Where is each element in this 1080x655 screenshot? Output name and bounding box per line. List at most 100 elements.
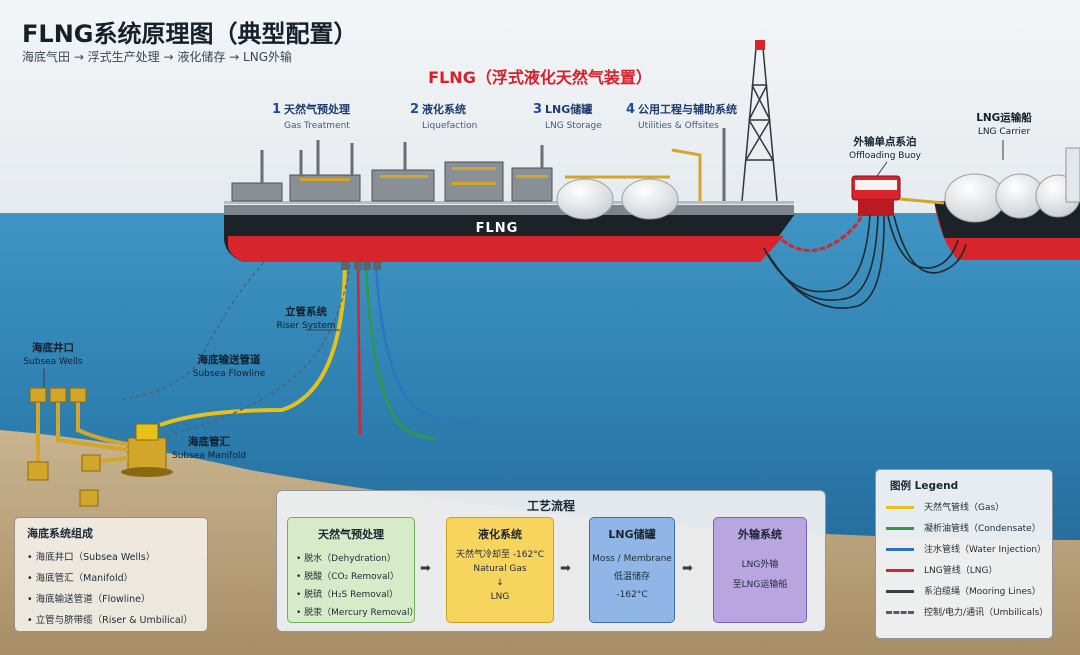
legend-item-water: 注水管线（Water Injection）	[886, 542, 1046, 556]
system-name-en: Liquefaction	[422, 121, 478, 131]
manifold-label: 海底管汇 Subsea Manifold	[170, 434, 248, 461]
subsea-panel-item: 立管与脐带缆（Riser & Umbilical）	[27, 610, 207, 631]
legend-swatch	[886, 527, 914, 530]
system-number: 2	[410, 102, 420, 117]
flowline-label-zh: 海底输送管道	[197, 354, 261, 366]
process-step-line: 低温储存	[613, 572, 650, 582]
manifold-label-en: Subsea Manifold	[171, 451, 247, 461]
process-step-line: 至LNG运输船	[732, 580, 788, 590]
wells-label-zh: 海底井口	[32, 342, 74, 354]
process-step-lng-storage: LNG储罐 Moss / Membrane 低温储存 -162°C	[589, 517, 675, 623]
legend-label: 天然气管线（Gas）	[924, 503, 1005, 513]
system-number: 4	[626, 102, 636, 117]
system-name-zh: 液化系统	[422, 103, 467, 116]
process-step-line: LNG	[490, 592, 510, 602]
arrow-right-icon: ➡	[682, 561, 693, 576]
lng-carrier	[934, 147, 1080, 260]
subsea-components-panel: 海底系统组成 海底井口（Subsea Wells） 海底管汇（Manifold）…	[14, 517, 208, 632]
buoy-label: 外输单点系泊 Offloading Buoy	[830, 134, 940, 161]
system-name-en: Utilities & Offsites	[638, 121, 719, 131]
legend-swatch	[886, 548, 914, 551]
mooring-lines	[763, 214, 967, 309]
risers	[119, 261, 476, 440]
legend-item-condensate: 凝析油管线（Condensate）	[886, 521, 1041, 535]
flowline-label: 海底输送管道 Subsea Flowline	[186, 352, 272, 379]
process-step-liquefaction: 液化系统 天然气冷却至 -162°C Natural Gas ↓ LNG	[446, 517, 554, 623]
arrow-right-icon: ➡	[560, 561, 571, 576]
carrier-label-zh: LNG运输船	[976, 112, 1032, 124]
buoy-label-en: Offloading Buoy	[848, 151, 921, 161]
carrier-label-en: LNG Carrier	[977, 127, 1031, 137]
ship-name: FLNG	[475, 221, 519, 236]
process-step-line: LNG外输	[741, 560, 779, 570]
process-step-line: 天然气冷却至 -162°C	[455, 550, 545, 560]
manifold-label-zh: 海底管汇	[188, 436, 230, 448]
legend-label: 注水管线（Water Injection）	[924, 545, 1047, 555]
process-step-item: 脱水（Dehydration）	[296, 550, 414, 568]
process-step-item: 脱酸（CO₂ Removal）	[296, 568, 414, 586]
process-step-item: 脱硫（H₂S Removal）	[296, 586, 414, 604]
process-step-title: 液化系统	[478, 528, 522, 541]
legend-item-gas: 天然气管线（Gas）	[886, 500, 1004, 514]
system-name-zh: LNG储罐	[545, 103, 593, 116]
legend-label: 控制/电力/通讯（Umbilicals）	[924, 608, 1049, 618]
process-step-gas-treatment: 天然气预处理 脱水（Dehydration） 脱酸（CO₂ Removal） 脱…	[287, 517, 419, 623]
riser-label-zh: 立管系统	[285, 306, 327, 318]
leader-lines	[43, 140, 1004, 388]
subsea-panel-item: 海底输送管道（Flowline）	[27, 589, 207, 610]
subsea-panel-item: 海底井口（Subsea Wells）	[27, 547, 207, 568]
legend-item-umbilical: 控制/电力/通讯（Umbilicals）	[886, 605, 1048, 619]
diagram-subtitle: 海底气田 → 浮式生产处理 → 液化储存 → LNG外输	[22, 50, 293, 64]
offloading-buoy	[851, 175, 945, 216]
legend-swatch	[886, 569, 914, 572]
legend-label: LNG管线（LNG）	[924, 566, 998, 576]
subsea-manifold	[121, 423, 173, 477]
arrow-right-icon: ➡	[420, 561, 431, 576]
system-number: 3	[533, 102, 543, 117]
process-step-title: 天然气预处理	[318, 528, 384, 541]
system-name-zh: 公用工程与辅助系统	[638, 103, 738, 116]
legend-panel: 图例 Legend 天然气管线（Gas） 凝析油管线（Condensate） 注…	[875, 469, 1053, 639]
system-name-en: LNG Storage	[545, 121, 602, 131]
riser-label-en: Riser System	[276, 321, 336, 331]
process-step-line: ↓	[496, 578, 504, 588]
legend-swatch	[886, 590, 914, 593]
wells-label-en: Subsea Wells	[23, 357, 83, 367]
legend-title: 图例 Legend	[890, 480, 959, 492]
lng-transfer-hose	[781, 213, 864, 252]
legend-swatch	[886, 506, 914, 509]
process-step-title: 外输系统	[738, 528, 782, 541]
legend-label: 凝析油管线（Condensate）	[924, 524, 1041, 534]
legend-item-lng: LNG管线（LNG）	[886, 563, 997, 577]
process-step-title: LNG储罐	[608, 528, 656, 541]
carrier-label: LNG运输船 LNG Carrier	[958, 110, 1050, 137]
flowline-label-en: Subsea Flowline	[192, 369, 266, 379]
subsea-panel-item: 海底管汇（Manifold）	[27, 568, 207, 589]
buoy-label-zh: 外输单点系泊	[853, 136, 917, 148]
system-name-zh: 天然气预处理	[284, 103, 351, 116]
wells-label: 海底井口 Subsea Wells	[14, 340, 92, 367]
subsea-panel-title: 海底系统组成	[27, 527, 93, 540]
flng-title: FLNG（浮式液化天然气装置）	[428, 68, 652, 87]
system-number: 1	[272, 102, 282, 117]
process-flow-panel: 工艺流程 天然气预处理 脱水（Dehydration） 脱酸（CO₂ Remov…	[276, 490, 826, 632]
process-step-line: -162°C	[616, 590, 648, 600]
flng-vessel	[224, 40, 795, 262]
system-name-en: Gas Treatment	[284, 121, 350, 131]
process-step-item: 脱汞（Mercury Removal）	[296, 604, 418, 622]
process-step-line: Natural Gas	[473, 564, 527, 574]
legend-swatch	[886, 611, 914, 614]
process-title: 工艺流程	[526, 499, 575, 513]
process-step-offloading: 外输系统 LNG外输 至LNG运输船	[713, 517, 807, 623]
diagram-title: FLNG系统原理图（典型配置）	[22, 20, 358, 48]
subsea-wells	[27, 387, 101, 507]
process-step-line: Moss / Membrane	[592, 554, 672, 564]
riser-label: 立管系统 Riser System	[268, 304, 344, 331]
legend-label: 系泊缆绳（Mooring Lines）	[924, 587, 1041, 597]
legend-item-mooring: 系泊缆绳（Mooring Lines）	[886, 584, 1041, 598]
